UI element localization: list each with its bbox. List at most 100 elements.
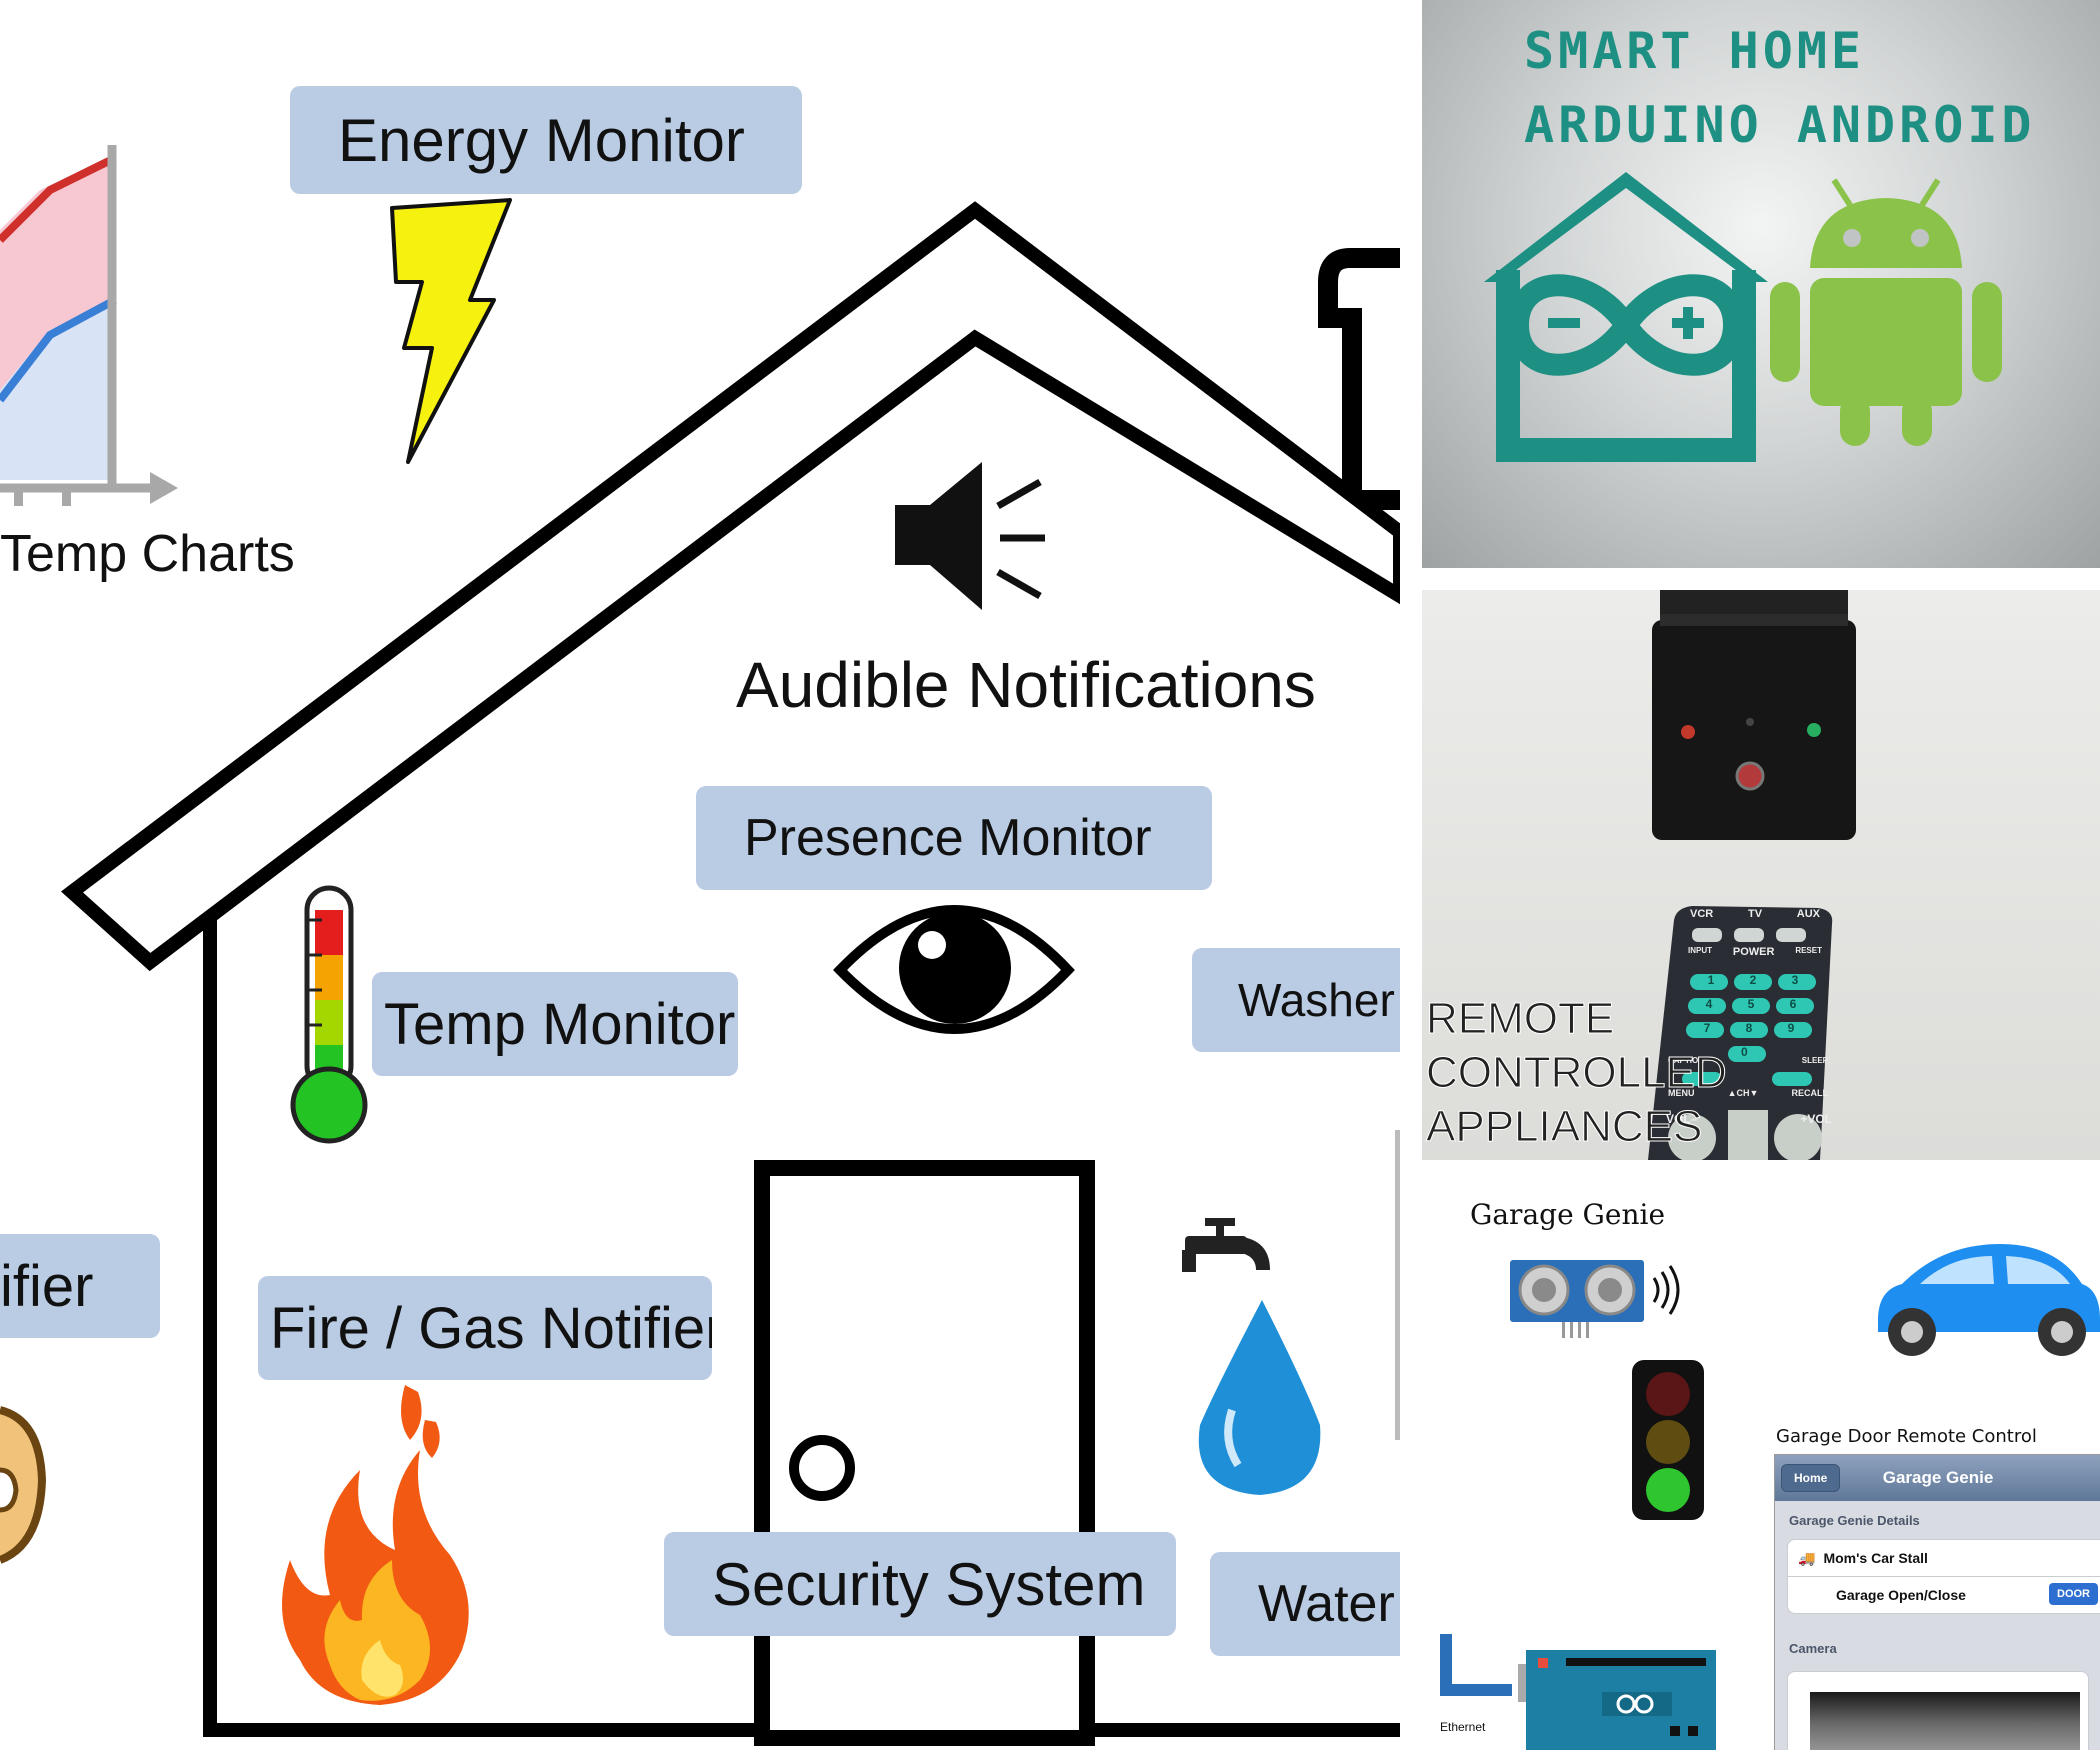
ethernet-label: Ethernet bbox=[1440, 1720, 1486, 1734]
android-robot-icon bbox=[1770, 178, 2002, 446]
key-sleep: SLEEP bbox=[1801, 1056, 1828, 1065]
traffic-light-icon bbox=[1632, 1360, 1704, 1520]
key-7: 7 bbox=[1703, 1021, 1711, 1035]
remote-lower-labels-b: MENU ▲CH▼ RECALL bbox=[1668, 1088, 1828, 1098]
notifier-partial-text: ifier bbox=[0, 1253, 94, 1319]
remote-digits-row2: 4 5 6 bbox=[1688, 997, 1814, 1011]
eye-icon bbox=[833, 905, 1075, 1034]
temp-chart-icon bbox=[0, 145, 178, 506]
remote-vol-labels: VOL– +VOL bbox=[1666, 1112, 1832, 1126]
key-recall: RECALL bbox=[1791, 1088, 1829, 1098]
key-power: POWER bbox=[1732, 946, 1775, 958]
house-drawing bbox=[0, 145, 1400, 1746]
key-vol-up: +VOL bbox=[1800, 1112, 1832, 1126]
energy-monitor-label: Energy Monitor bbox=[290, 86, 802, 194]
water-text: Water I bbox=[1258, 1575, 1400, 1633]
remote-caption-line1: REMOTE bbox=[1425, 994, 1615, 1044]
lightning-bolt-icon bbox=[390, 198, 512, 464]
app-nav-bar: Home Garage Genie bbox=[1775, 1455, 2100, 1501]
fire-gas-notifier-label: Fire / Gas Notifier bbox=[258, 1276, 712, 1380]
smart-home-arduino-android-graphic: SMART HOME ARDUINO ANDROID bbox=[1422, 0, 2100, 568]
car-icon bbox=[1878, 1244, 2100, 1356]
key-6: 6 bbox=[1789, 997, 1797, 1011]
temp-monitor-text: Temp Monitor bbox=[384, 991, 736, 1057]
house-diagram-panel: Energy Monitor Temp Charts Audible Notif… bbox=[0, 86, 1400, 1746]
key-caption: CAPTION bbox=[1668, 1056, 1704, 1065]
remote-top-keys bbox=[1692, 928, 1806, 942]
faucet-icon bbox=[1182, 1218, 1270, 1272]
key-9: 9 bbox=[1787, 1021, 1795, 1035]
smart-home-title-line1: SMART HOME bbox=[1524, 22, 1866, 80]
washer-label: Washer / bbox=[1192, 948, 1400, 1052]
key-1: 1 bbox=[1707, 973, 1715, 987]
remote-lower-labels-a: CAPTION SLEEP bbox=[1668, 1056, 1828, 1065]
remote-key-labels: VCR TV AUX bbox=[1690, 908, 1820, 920]
garage-genie-graphic: Garage Genie bbox=[1422, 1160, 2100, 1750]
remote-caption-line2: CONTROLLED bbox=[1426, 1048, 1728, 1098]
app-nav-title: Garage Genie bbox=[1882, 1468, 1994, 1487]
remote-digits-row3: 7 8 9 bbox=[1686, 1021, 1812, 1035]
garage-open-close-row[interactable]: Garage Open/Close DOOR bbox=[1787, 1576, 2100, 1614]
arduino-project-box bbox=[1652, 590, 1856, 840]
car-stall-row[interactable]: 🚚 Mom's Car Stall bbox=[1787, 1539, 2100, 1577]
energy-monitor-text: Energy Monitor bbox=[338, 106, 745, 174]
key-5: 5 bbox=[1747, 997, 1755, 1011]
car-row-icon: 🚚 bbox=[1798, 1549, 1816, 1566]
key-input: INPUT bbox=[1688, 946, 1712, 955]
partial-notifier-icon bbox=[0, 1406, 47, 1564]
key-vol-down: VOL– bbox=[1666, 1112, 1698, 1126]
key-ch: ▲CH▼ bbox=[1727, 1088, 1759, 1098]
roof bbox=[61, 201, 1400, 972]
temp-monitor-label: Temp Monitor bbox=[372, 972, 738, 1076]
garage-app-caption: Garage Door Remote Control bbox=[1776, 1426, 2037, 1447]
garage-genie-drawing bbox=[1440, 1244, 2100, 1750]
home-button[interactable]: Home bbox=[1781, 1464, 1841, 1492]
key-8: 8 bbox=[1745, 1021, 1753, 1035]
key-4: 4 bbox=[1705, 997, 1713, 1011]
section-camera-header: Camera bbox=[1789, 1641, 1837, 1656]
temp-charts-label: Temp Charts bbox=[0, 525, 295, 583]
camera-view bbox=[1787, 1671, 2089, 1750]
arduino-house-icon bbox=[1484, 172, 1768, 462]
ethernet-arduino-icon bbox=[1440, 1634, 1716, 1750]
remote-function-labels: INPUT POWER RESET bbox=[1688, 946, 1822, 958]
key-aux: AUX bbox=[1796, 908, 1820, 920]
washer-text: Washer / bbox=[1238, 974, 1400, 1026]
car-stall-text: Mom's Car Stall bbox=[1823, 1550, 1928, 1566]
key-ch-text: CH bbox=[1736, 1088, 1750, 1098]
tv-remote bbox=[1648, 906, 1833, 1160]
speaker-icon bbox=[895, 462, 1045, 610]
key-tv: TV bbox=[1747, 908, 1763, 920]
remote-digit-0: 0 bbox=[1741, 1045, 1748, 1059]
fire-gas-notifier-text: Fire / Gas Notifier bbox=[270, 1295, 712, 1361]
key-3: 3 bbox=[1791, 973, 1799, 987]
security-system-label: Security System bbox=[664, 1532, 1176, 1636]
key-reset: RESET bbox=[1795, 946, 1822, 955]
key-menu: MENU bbox=[1668, 1088, 1695, 1098]
garage-genie-title: Garage Genie bbox=[1470, 1198, 1666, 1231]
garage-genie-app-screen: Home Garage Genie Garage Genie Details 🚚… bbox=[1774, 1454, 2100, 1750]
chimney bbox=[1318, 248, 1400, 510]
audible-notifications-label: Audible Notifications bbox=[736, 649, 1316, 721]
key-vcr: VCR bbox=[1690, 908, 1714, 920]
water-label: Water I bbox=[1210, 1552, 1400, 1656]
door-button[interactable]: DOOR bbox=[2049, 1583, 2098, 1605]
water-drop-icon bbox=[1198, 1300, 1321, 1495]
remote-controlled-appliances-photo: VCR TV AUX INPUT POWER RESET 1 2 3 4 5 6… bbox=[1422, 590, 2100, 1160]
remote-digits-row1: 1 2 3 bbox=[1690, 973, 1816, 987]
remote-photo-drawing bbox=[1422, 590, 2100, 1160]
camera-image bbox=[1810, 1692, 2080, 1750]
smart-home-title-line2: ARDUINO ANDROID bbox=[1524, 96, 2036, 154]
door bbox=[754, 1160, 1095, 1746]
notifier-partial-label: ifier bbox=[0, 1234, 160, 1338]
ultrasonic-sensor-icon bbox=[1510, 1260, 1680, 1338]
remote-caption-line3: APPLIANCES bbox=[1425, 1102, 1703, 1152]
fire-icon bbox=[282, 1385, 469, 1705]
remote-digit-keys bbox=[1682, 974, 1816, 1086]
key-2: 2 bbox=[1749, 973, 1757, 987]
presence-monitor-label: Presence Monitor bbox=[696, 786, 1212, 890]
security-system-text: Security System bbox=[712, 1550, 1146, 1618]
key-0: 0 bbox=[1741, 1045, 1748, 1059]
presence-monitor-text: Presence Monitor bbox=[744, 809, 1152, 867]
smart-home-icons bbox=[1484, 172, 2002, 462]
